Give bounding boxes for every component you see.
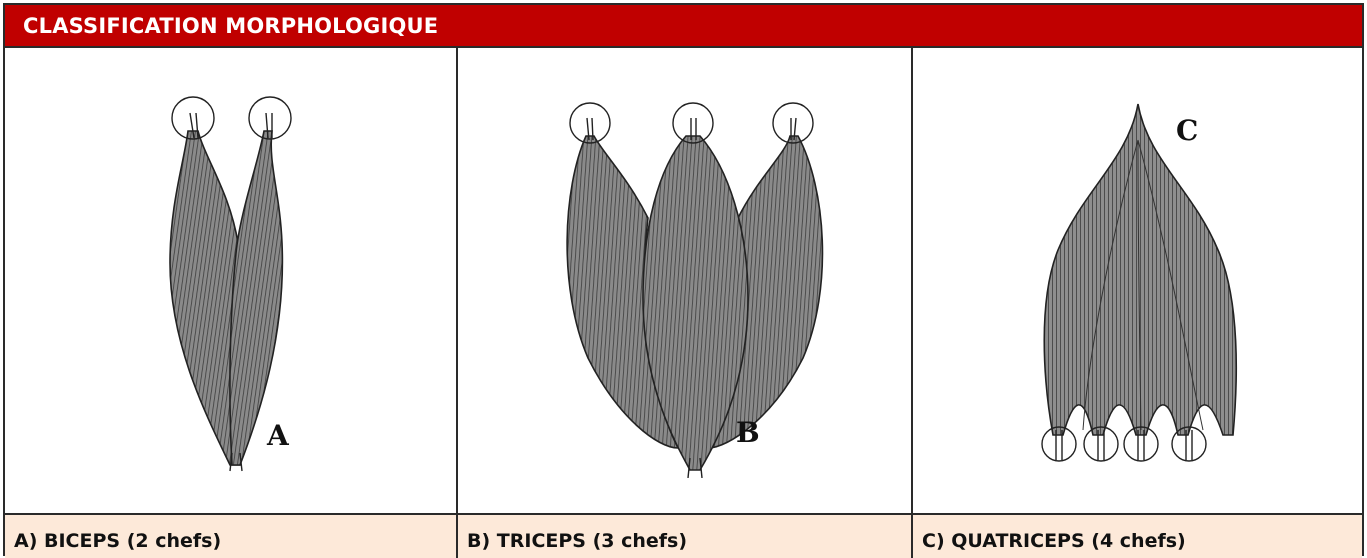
classification-table: CLASSIFICATION MORPHOLOGIQUE (3, 3, 1364, 556)
quadriceps-letter: C (1176, 114, 1198, 147)
biceps-caption: A) BICEPS (2 chefs) (14, 530, 221, 552)
quadriceps-caption: C) QUATRICEPS (4 chefs) (922, 530, 1186, 552)
triceps-figure-cell: B (458, 48, 913, 513)
biceps-figure-cell: A (5, 48, 458, 513)
quadriceps-caption-cell: C) QUATRICEPS (4 chefs) (913, 513, 1362, 558)
biceps-illustration: A (160, 93, 310, 473)
triceps-caption-cell: B) TRICEPS (3 chefs) (458, 513, 913, 558)
table-title: CLASSIFICATION MORPHOLOGIQUE (23, 14, 438, 38)
quadriceps-illustration: C (1028, 100, 1248, 472)
biceps-caption-cell: A) BICEPS (2 chefs) (5, 513, 458, 558)
triceps-letter: B (736, 416, 760, 449)
quadriceps-figure-cell: C (913, 48, 1362, 513)
triceps-illustration: B (558, 98, 833, 478)
table-header: CLASSIFICATION MORPHOLOGIQUE (5, 5, 1362, 48)
triceps-caption: B) TRICEPS (3 chefs) (467, 530, 687, 552)
biceps-letter: A (266, 419, 290, 452)
